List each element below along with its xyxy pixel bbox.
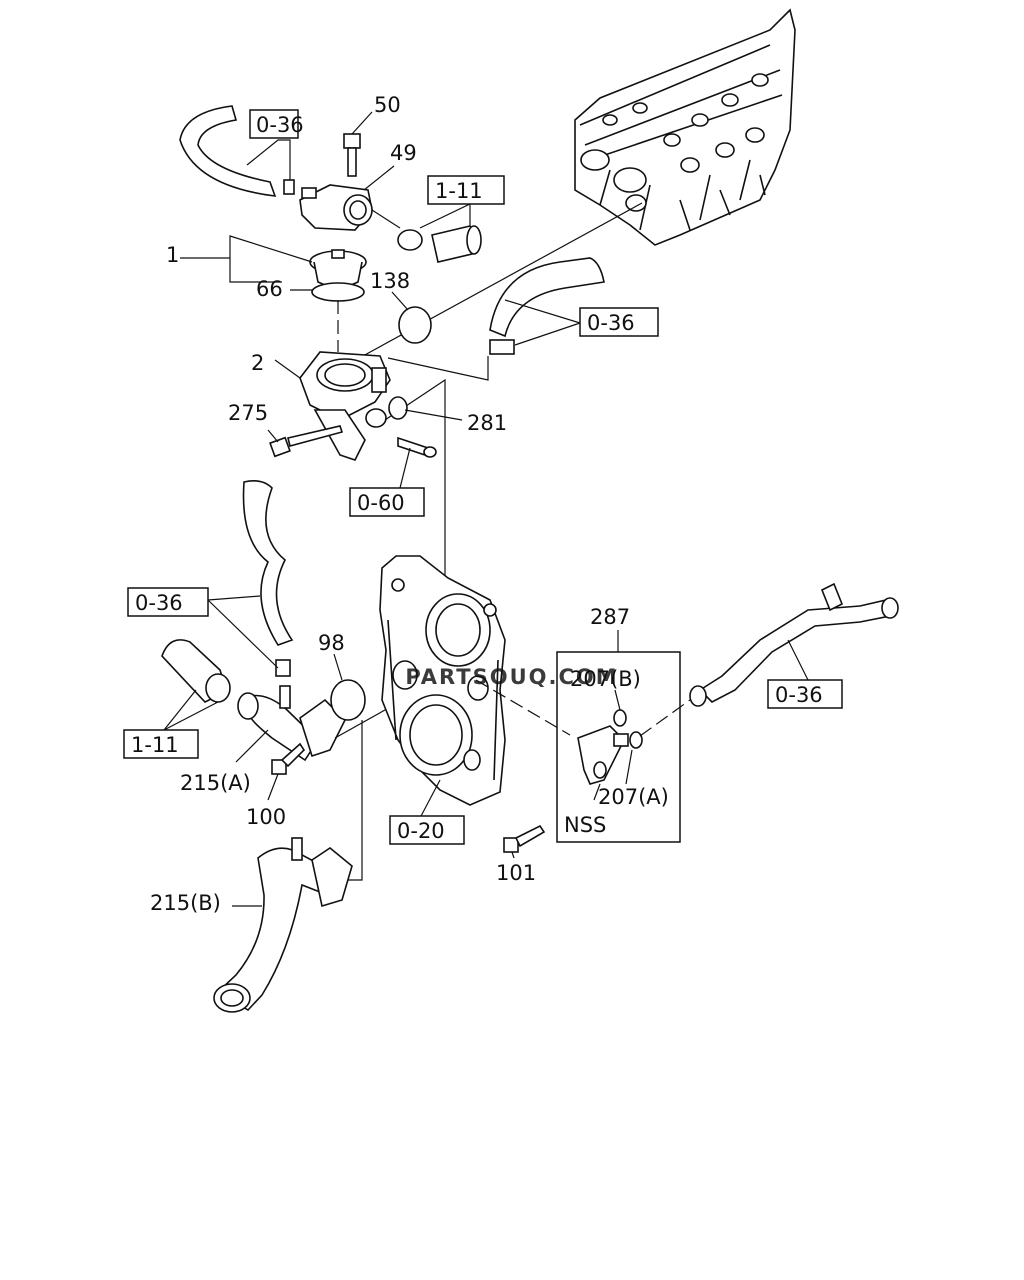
callout-215a: 215(A) — [180, 771, 251, 795]
gasket-281 — [388, 396, 408, 420]
gasket-138 — [398, 306, 432, 344]
o-ring-207a — [629, 731, 643, 749]
thermostat-case-2 — [274, 351, 391, 461]
bolt-275 — [267, 425, 344, 458]
water-pipe-215a — [235, 685, 346, 763]
ref-1-11-left: 1-11 — [131, 733, 179, 757]
bolt-100 — [267, 742, 306, 801]
callout-281: 281 — [467, 411, 507, 435]
ref-1-11-top: 1-11 — [435, 179, 483, 203]
callout-100: 100 — [246, 805, 286, 829]
callout-138: 138 — [370, 269, 410, 293]
ref-0-36-left: 0-36 — [135, 591, 183, 615]
connector-fitting — [577, 725, 629, 785]
callout-66: 66 — [256, 277, 283, 301]
o-ring-207b — [613, 709, 627, 727]
water-pipe-right — [689, 582, 899, 707]
water-pipe-215b — [213, 837, 353, 1013]
callout-207a: 207(A) — [598, 785, 669, 809]
hose-clamp-lower — [161, 639, 231, 731]
callout-2: 2 — [251, 351, 264, 375]
callout-98: 98 — [318, 631, 345, 655]
callout-50: 50 — [374, 93, 401, 117]
callout-287: 287 — [590, 605, 630, 629]
hose-clamp-upper — [397, 203, 482, 263]
ref-0-60: 0-60 — [357, 491, 405, 515]
callout-49: 49 — [390, 141, 417, 165]
bypass-hose-middle — [207, 480, 294, 677]
cylinder-head — [574, 8, 796, 246]
callout-275: 275 — [228, 401, 268, 425]
bolt-101 — [503, 824, 546, 859]
callout-1: 1 — [166, 243, 179, 267]
thermostat-1 — [309, 249, 367, 302]
callout-101: 101 — [496, 861, 536, 885]
timing-gear-case — [379, 555, 506, 819]
ref-0-36-top: 0-36 — [256, 113, 304, 137]
ref-0-36-right: 0-36 — [587, 311, 635, 335]
ref-0-36-pipe: 0-36 — [775, 683, 823, 707]
temperature-sensor — [397, 436, 437, 489]
o-ring-98 — [330, 679, 366, 721]
callout-215b: 215(B) — [150, 891, 221, 915]
callout-207b: 207(B) — [570, 667, 641, 691]
callout-nss: NSS — [564, 813, 606, 837]
bypass-hose-upper — [179, 105, 295, 197]
ref-0-20: 0-20 — [397, 819, 445, 843]
bypass-hose-right — [489, 257, 605, 355]
watermark: PARTSOUQ.COM — [405, 665, 618, 689]
bolt-50 — [343, 111, 373, 177]
thermostat-housing-49 — [299, 165, 401, 231]
